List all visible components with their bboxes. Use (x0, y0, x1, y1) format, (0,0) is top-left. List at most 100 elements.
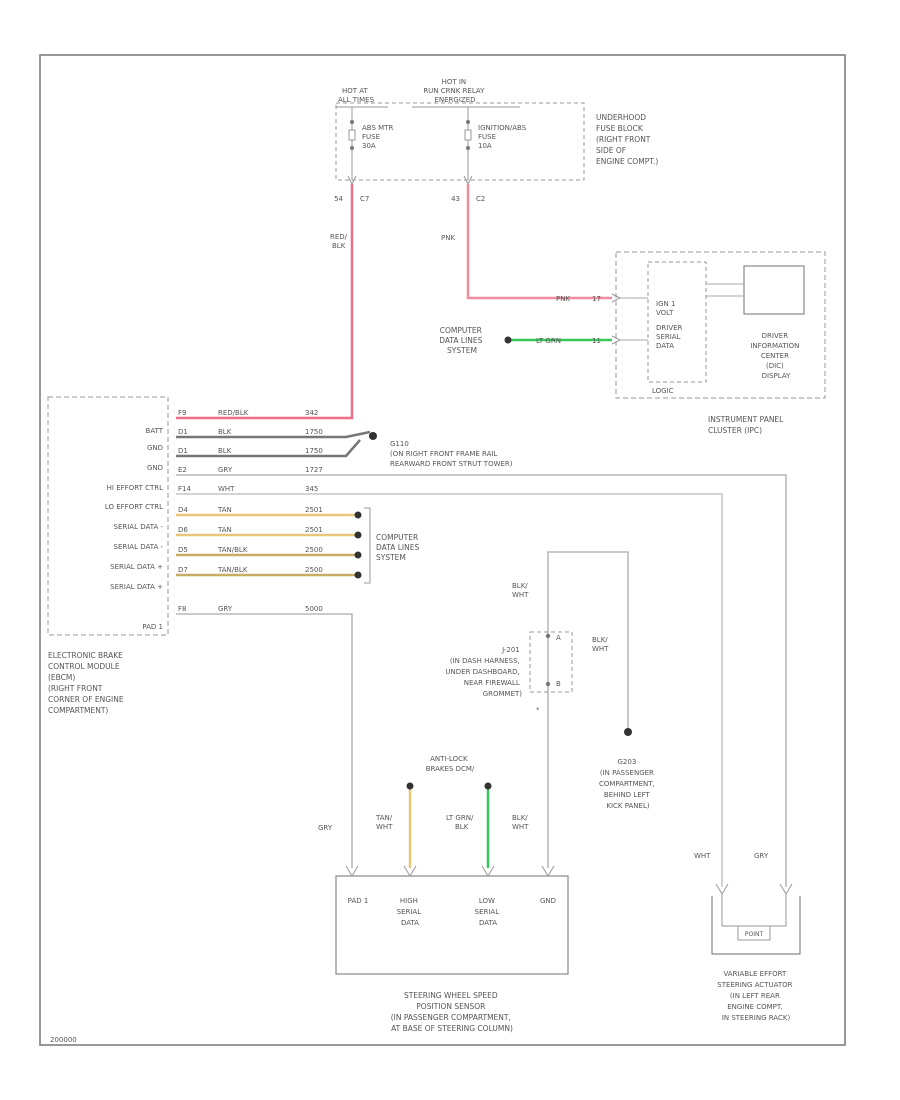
data-line-arrow-icon (354, 571, 362, 579)
data-line-arrow-icon (504, 336, 512, 344)
svg-text:PNK: PNK (556, 295, 570, 303)
svg-text:ANTI-LOCK BRAKES DCM/: ANTI-LOCK BRAKES DCM/ (426, 755, 475, 773)
computer-data-lines-top: COMPUTER DATA LINES SYSTEM (439, 326, 485, 355)
svg-text:11: 11 (592, 337, 601, 345)
svg-text:5000: 5000 (305, 605, 323, 613)
svg-text:POINT: POINT (745, 931, 764, 938)
svg-text:D1: D1 (178, 447, 188, 455)
svg-text:LT GRN: LT GRN (536, 337, 561, 345)
abs-motor-fuse-label: ABS MTR FUSE 30A (362, 124, 396, 150)
ebcm-wire-hi-effort: E2 GRY 1727 GRY (176, 466, 787, 887)
ignition-feed-wire: PNK PNK 17 (441, 184, 612, 303)
svg-text:WHT: WHT (694, 852, 711, 860)
diagram-frame (39, 54, 846, 1046)
ebcm-pin-hi-effort: HI EFFORT CTRL (107, 484, 163, 492)
svg-text:GRY: GRY (318, 824, 333, 832)
ebcm-pin-serial-2: SERIAL DATA - (114, 543, 164, 551)
svg-text:GND: GND (540, 897, 556, 905)
instrument-panel-cluster: IGN 1 VOLT DRIVER SERIAL DATA LOGIC DRIV… (611, 251, 826, 435)
svg-text:BLK/ WHT: BLK/ WHT (592, 636, 610, 653)
steering-wheel-speed-sensor: PAD 1 HIGH SERIAL DATA LOW SERIAL DATA G… (335, 865, 569, 1033)
svg-text:TAN: TAN (217, 526, 232, 534)
ebcm-wire-lo-effort: F14 WHT 345 WHT (176, 485, 723, 887)
ebcm-pin-serial-3: SERIAL DATA + (110, 563, 163, 571)
ebcm-pin-serial-4: SERIAL DATA + (110, 583, 163, 591)
ebcm-wire-gnd-2: D1 BLK 1750 (176, 439, 361, 458)
svg-text:2500: 2500 (305, 566, 323, 574)
underhood-fuse-block-label: UNDERHOOD FUSE BLOCK (RIGHT FRONT SIDE O… (596, 113, 658, 166)
svg-text:1727: 1727 (305, 466, 323, 474)
data-line-arrow-icon (354, 551, 362, 559)
svg-text:BLK: BLK (218, 447, 232, 455)
hot-in-run-label: HOT IN RUN CRNK RELAY ENERGIZED (423, 78, 486, 104)
data-line-arrow-icon (406, 782, 414, 790)
svg-text:WHT: WHT (218, 485, 235, 493)
sws-label: STEERING WHEEL SPEED POSITION SENSOR (IN… (391, 991, 514, 1033)
svg-text:F8: F8 (178, 605, 186, 613)
data-line-arrow-icon (354, 531, 362, 539)
ebcm-pin-pad1: PAD 1 (142, 623, 163, 631)
underhood-fuse-block: HOT AT ALL TIMES HOT IN RUN CRNK RELAY E… (334, 78, 658, 203)
battery-feed-wire: RED/ BLK (176, 184, 354, 420)
ebcm-wire-pad1: F8 GRY 5000 GRY (176, 605, 353, 868)
ipc-ign-label: IGN 1 VOLT (656, 300, 678, 317)
ebcm-pin-gnd-1: GND (147, 444, 163, 452)
svg-text:2501: 2501 (305, 526, 323, 534)
computer-data-lines-mid: COMPUTER DATA LINES SYSTEM (376, 533, 422, 562)
svg-text:D6: D6 (178, 526, 188, 534)
ebcm-wire-batt: F9 RED/BLK 342 (178, 409, 318, 417)
svg-text:PNK: PNK (441, 234, 455, 242)
ebcm-pin-batt: BATT (146, 427, 164, 435)
svg-text:1750: 1750 (305, 447, 323, 455)
hot-at-all-times-label: HOT AT ALL TIMES (338, 87, 375, 104)
svg-text:B: B (556, 680, 561, 688)
svg-text:BLK/ WHT: BLK/ WHT (512, 814, 530, 831)
fuse-pin-54: 54 (334, 195, 343, 203)
ebcm-pin-gnd-2: GND (147, 464, 163, 472)
ebcm-label: ELECTRONIC BRAKE CONTROL MODULE (EBCM) (… (48, 651, 126, 715)
j201-splice: A B BLK/ WHT BLK/ WHT J-201 (IN DASH HAR… (445, 551, 629, 868)
j201-label: J-201 (IN DASH HARNESS, UNDER DASHBOARD,… (445, 646, 522, 698)
svg-text:LOW SERIAL DATA: LOW SERIAL DATA (475, 897, 502, 927)
svg-text:F14: F14 (178, 485, 191, 493)
dic-label: DRIVER INFORMATION CENTER (DIC) DISPLAY (750, 332, 801, 380)
svg-text:BLK: BLK (218, 428, 232, 436)
footer-code: 200000 (50, 1036, 77, 1044)
svg-text:PAD 1: PAD 1 (348, 897, 369, 905)
fuse-conn-c7: C7 (360, 195, 369, 203)
ebcm-pin-serial-1: SERIAL DATA - (114, 523, 164, 531)
data-line-arrow-icon (354, 511, 362, 519)
svg-text:*: * (536, 706, 540, 714)
svg-text:G110 (ON RIGHT FRONT FRA: G110 (ON RIGHT FRONT FRAME RAIL REARWARD… (390, 440, 513, 468)
svg-text:345: 345 (305, 485, 318, 493)
svg-text:D4: D4 (178, 506, 188, 514)
data-line-arrow-icon (484, 782, 492, 790)
ground-point-icon (369, 432, 377, 440)
ground-point-icon (624, 728, 632, 736)
fuse-pin-43: 43 (451, 195, 460, 203)
svg-text:GRY: GRY (218, 605, 233, 613)
svg-text:GRY: GRY (218, 466, 233, 474)
g110-ground: G110 (ON RIGHT FRONT FRAME RAIL REARWARD… (369, 432, 513, 468)
dic-data-wire: LT GRN 11 (504, 336, 612, 345)
ipc-data-label: DRIVER SERIAL DATA (656, 324, 685, 350)
ebcm-wire-gnd-1: D1 BLK 1750 (176, 428, 371, 439)
dic-display-box (743, 265, 805, 315)
antilock-dcm: ANTI-LOCK BRAKES DCM/ TAN/ WHT LT GRN/ B… (375, 755, 530, 868)
svg-text:TAN/ WHT: TAN/ WHT (375, 814, 394, 831)
ipc-logic-label: LOGIC (652, 387, 674, 395)
svg-text:G203 (IN PASSENGER: G203 (IN PASSENGER COMPARTMENT, BEHIND L… (599, 758, 657, 810)
ebcm-module: BATT GND GND HI EFFORT CTRL LO EFFORT CT… (47, 396, 169, 715)
fuse-conn-c2: C2 (476, 195, 485, 203)
svg-text:F9: F9 (178, 409, 186, 417)
svg-text:2501: 2501 (305, 506, 323, 514)
ignition-abs-fuse-label: IGNITION/ABS FUSE 10A (478, 124, 528, 150)
svg-text:342: 342 (305, 409, 318, 417)
svg-text:BLK/ WHT: BLK/ WHT (512, 582, 530, 599)
svg-text:1750: 1750 (305, 428, 323, 436)
svg-text:E2: E2 (178, 466, 187, 474)
svg-text:RED/BLK: RED/BLK (218, 409, 249, 417)
ebcm-serial-wires: D4 TAN 2501 D6 TAN 2501 D5 TAN/BLK 2500 … (176, 506, 371, 584)
svg-text:GRY: GRY (754, 852, 769, 860)
